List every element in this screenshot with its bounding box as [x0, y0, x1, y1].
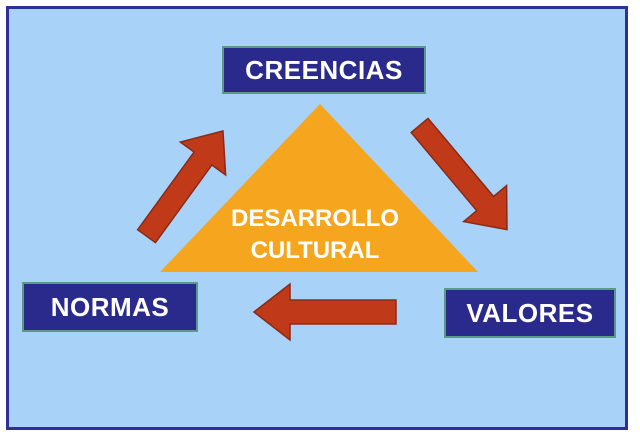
center-triangle [160, 104, 478, 272]
valores-label: VALORES [466, 297, 594, 328]
normas-label-box: NORMAS [22, 282, 198, 332]
creencias-label: CREENCIAS [245, 54, 403, 85]
creencias-label-box: CREENCIAS [222, 46, 426, 94]
arrow-up-right-icon [136, 130, 227, 244]
arrow-down-right-icon [410, 117, 508, 231]
valores-label-box: VALORES [444, 288, 616, 338]
center-title-line1: DESARROLLO [231, 205, 399, 232]
normas-label: NORMAS [50, 291, 170, 322]
arrow-left-icon [252, 282, 397, 342]
center-title-line2: CULTURAL [251, 237, 380, 264]
